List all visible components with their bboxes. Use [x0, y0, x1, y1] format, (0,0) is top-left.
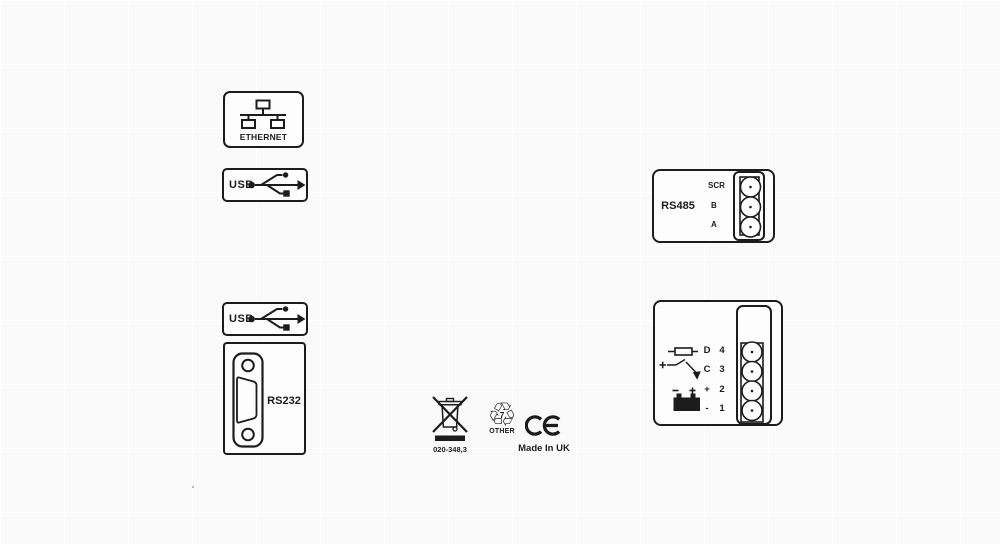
rs485-pin-scr: SCR [708, 181, 725, 190]
rs232-label-text: RS232 [267, 395, 301, 407]
ethernet-label-text: ETHERNET [239, 132, 288, 142]
recycling-mark: ♲ 7 OTHER [484, 395, 520, 436]
power-pin-letter-d: D [703, 345, 711, 356]
battery-icon [672, 387, 700, 411]
weee-code-text: 020-348,3 [433, 445, 467, 454]
power-pin-letter-minus: - [705, 403, 709, 414]
power-pin-number-3: 3 [719, 364, 725, 375]
power-pin-number-1: 1 [719, 403, 725, 414]
rs485-pin-a: A [711, 220, 717, 229]
ce-mark-icon [525, 415, 561, 436]
power-terminal-label: D C + - 4 3 2 1 [653, 300, 783, 426]
weee-bin-icon [432, 396, 468, 441]
power-pin-letter-c: C [703, 364, 711, 375]
recycle-number-text: 7 [499, 410, 505, 420]
db9-connector-icon [232, 352, 264, 448]
weee-mark: 020-348,3 [429, 396, 471, 454]
recycle-material-text: OTHER [489, 428, 515, 435]
switch-icon [659, 358, 701, 380]
power-pin-number-4: 4 [719, 345, 725, 356]
ce-mark-block: Made In UK [517, 414, 571, 454]
ethernet-network-icon [240, 99, 286, 129]
stray-dot [192, 486, 194, 488]
rs232-port-label: RS232 [223, 342, 306, 455]
usb-trident-icon [248, 172, 306, 197]
rs485-label-text: RS485 [661, 200, 695, 212]
rs485-port-label: RS485 SCR B A [652, 169, 775, 243]
usb-label-text: USB [229, 313, 254, 325]
origin-text: Made In UK [518, 443, 570, 454]
terminal-block-3pos-icon [733, 171, 765, 241]
ethernet-port-label: ETHERNET [223, 91, 304, 148]
terminal-block-4pos-icon [736, 305, 772, 425]
power-pin-letter-plus: + [704, 384, 710, 395]
usb-port-label-bottom: USB [222, 302, 308, 336]
usb-trident-icon [248, 306, 306, 331]
usb-port-label-top: USB [222, 168, 308, 202]
usb-label-text: USB [229, 179, 254, 191]
rs485-pin-b: B [711, 201, 717, 210]
power-pin-number-2: 2 [719, 384, 725, 395]
fuse-icon [668, 347, 698, 356]
recycle-triangle-icon: ♲ [487, 395, 517, 434]
